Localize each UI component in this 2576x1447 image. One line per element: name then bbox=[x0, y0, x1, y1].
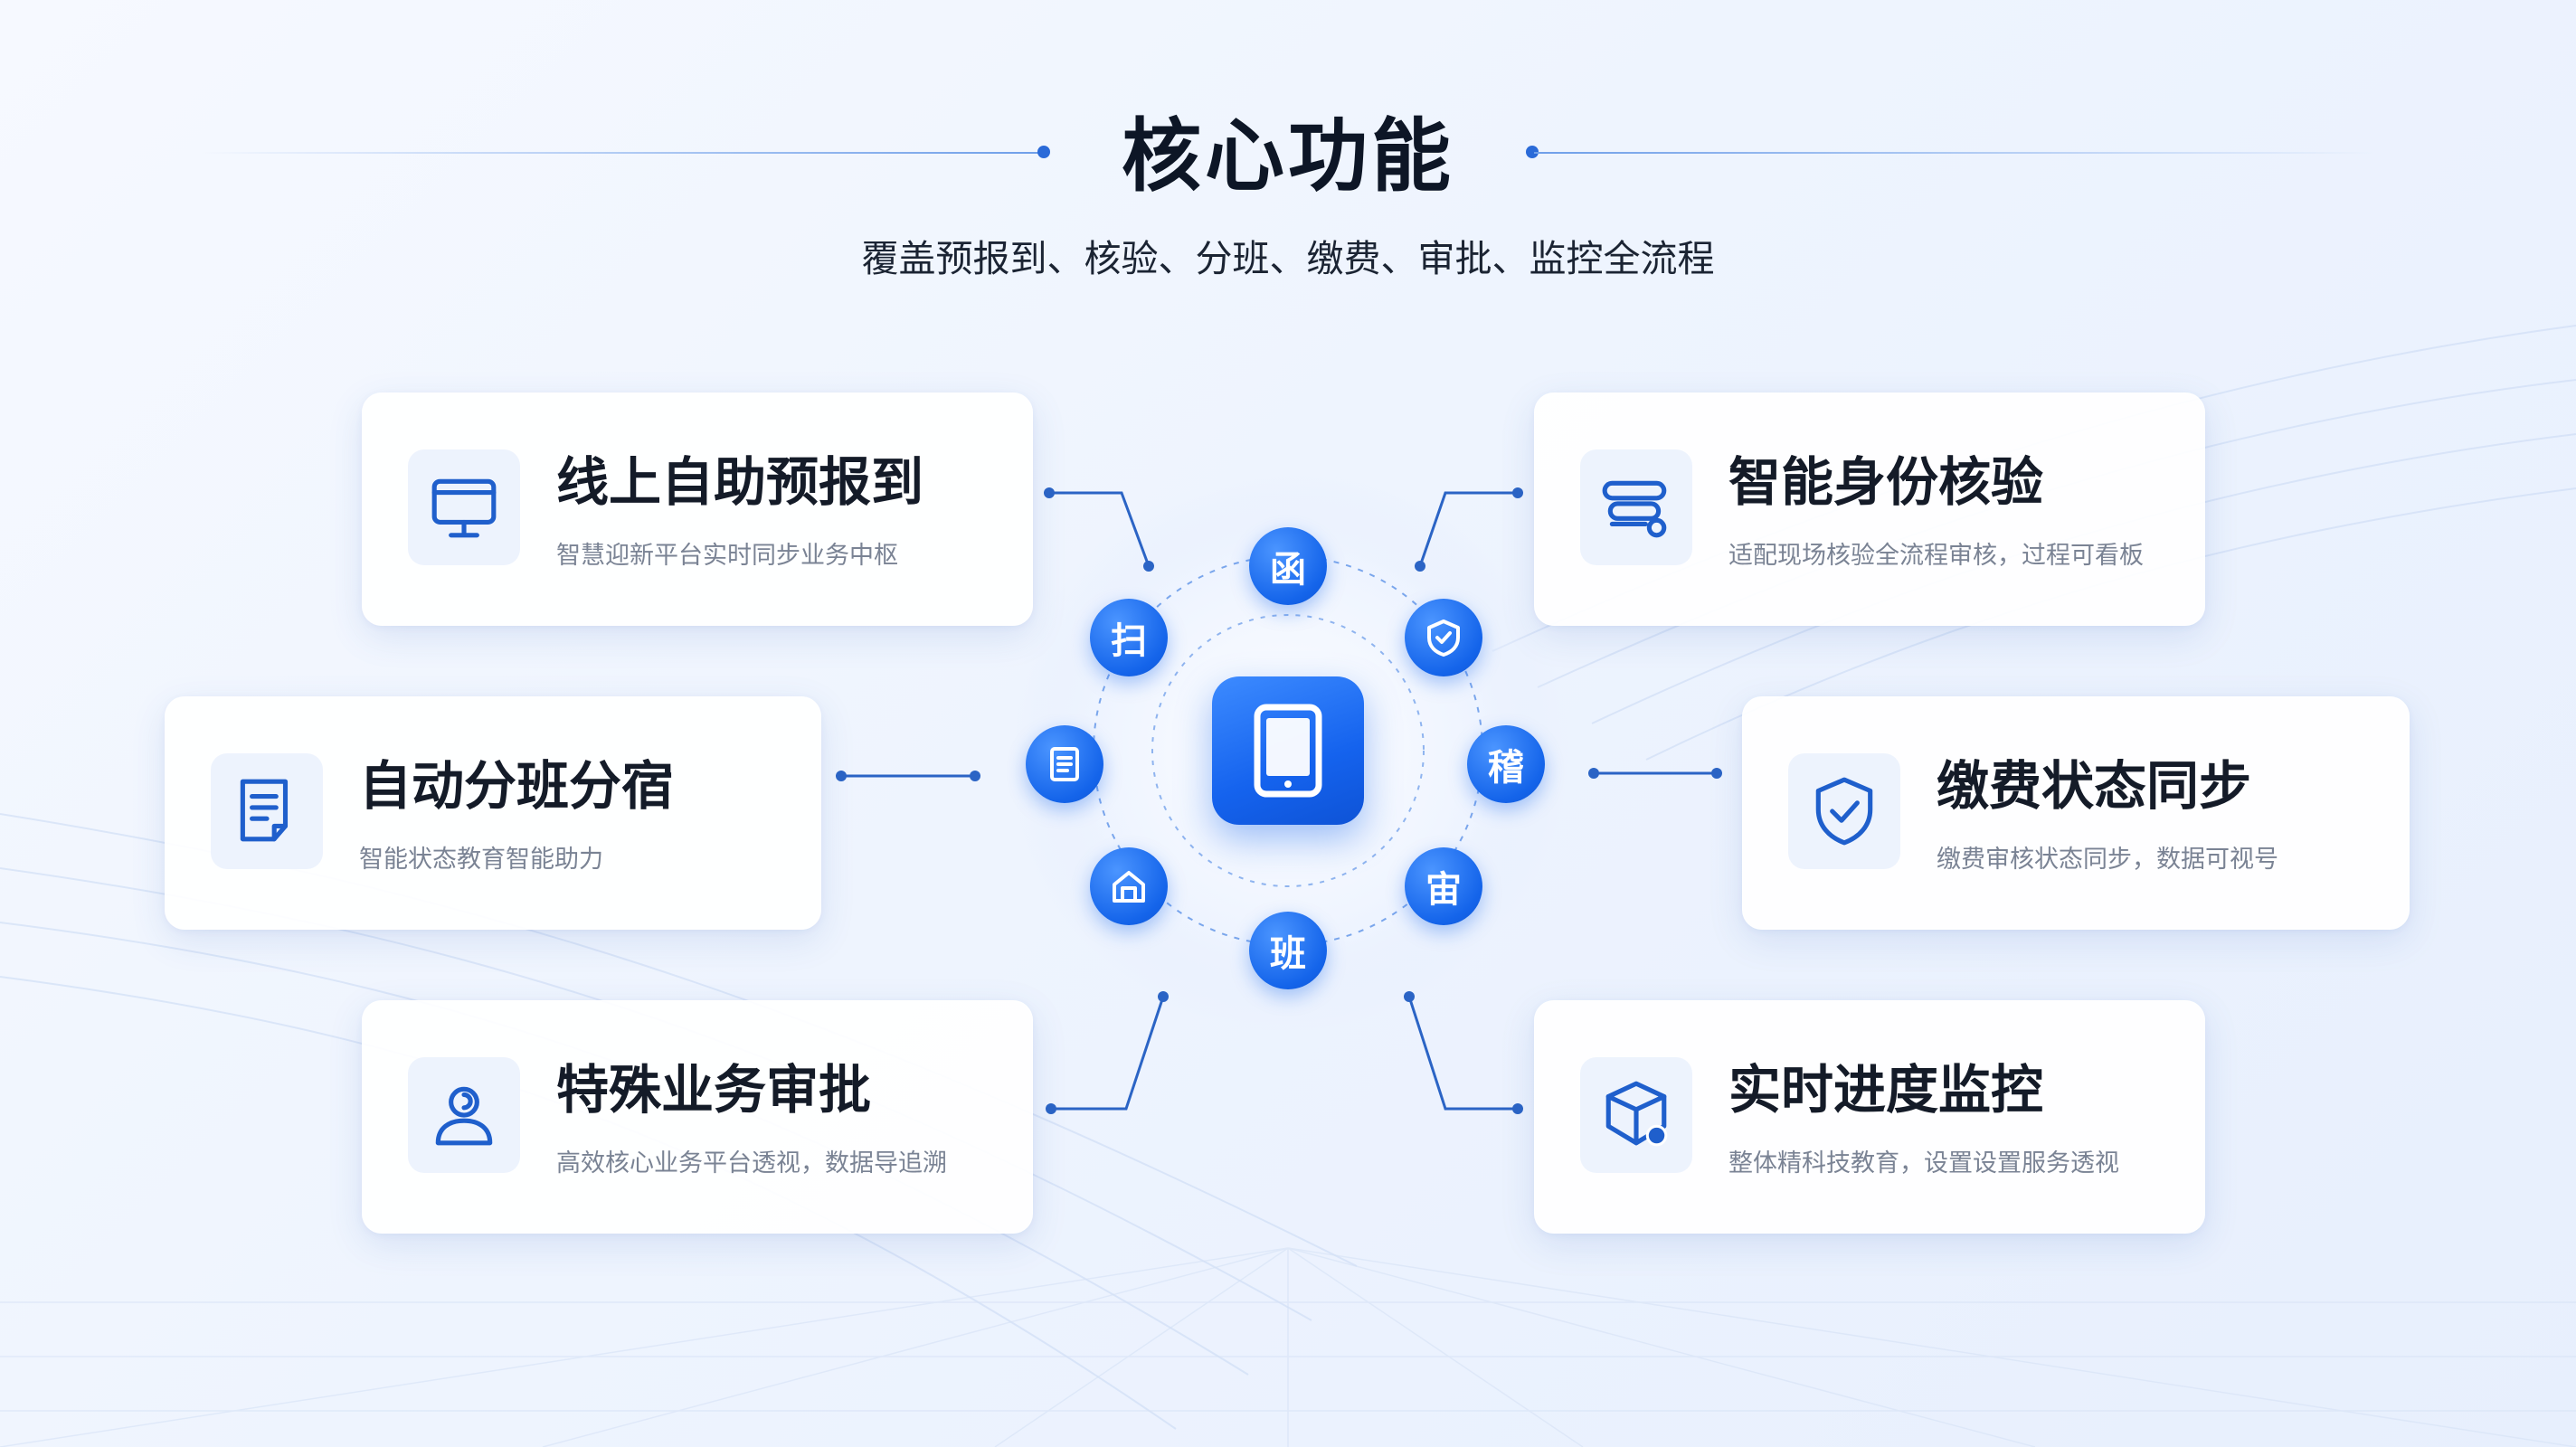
hub-node-shield[interactable] bbox=[1405, 599, 1482, 676]
card-title: 缴费状态同步 bbox=[1937, 755, 2252, 817]
title-divider-right bbox=[1534, 152, 2375, 154]
shield-icon bbox=[1427, 619, 1460, 657]
tablet-icon[interactable] bbox=[1212, 676, 1364, 825]
hub-node-list[interactable] bbox=[1026, 725, 1103, 803]
header: 核心功能 覆盖预报到、核验、分班、缴费、审批、监控全流程 bbox=[0, 0, 2576, 307]
title-dot-right bbox=[1526, 146, 1539, 158]
box-icon bbox=[1580, 1057, 1692, 1173]
card-title: 自动分班分宿 bbox=[359, 755, 675, 817]
card-title: 实时进度监控 bbox=[1728, 1059, 2044, 1121]
user-icon bbox=[408, 1057, 520, 1173]
card-title: 线上自助预报到 bbox=[556, 451, 924, 513]
monitor-icon bbox=[408, 449, 520, 565]
hub-node-label: 班 bbox=[1270, 933, 1306, 975]
hub-node-ban[interactable]: 班 bbox=[1249, 912, 1327, 989]
title-dot-left bbox=[1037, 146, 1050, 158]
card-description: 高效核心业务平台透视，数据导追溯 bbox=[556, 1149, 947, 1177]
page-subtitle: 覆盖预报到、核验、分班、缴费、审批、监控全流程 bbox=[861, 237, 1715, 280]
card-description: 缴费审核状态同步，数据可视号 bbox=[1937, 846, 2278, 874]
card-progress-monitor[interactable]: 实时进度监控 整体精科技教育，设置设置服务透视 bbox=[1534, 1000, 2205, 1234]
hub-node-zhou[interactable]: 宙 bbox=[1405, 847, 1482, 925]
hub-node-label: 稽 bbox=[1488, 747, 1524, 789]
card-description: 适配现场核验全流程审核，过程可看板 bbox=[1728, 542, 2144, 570]
card-description: 整体精科技教育，设置设置服务透视 bbox=[1728, 1149, 2119, 1177]
document-icon bbox=[211, 753, 323, 869]
database-icon bbox=[1580, 449, 1692, 565]
card-online-report[interactable]: 线上自助预报到 智慧迎新平台实时同步业务中枢 bbox=[362, 392, 1033, 626]
hub-node-label: 宙 bbox=[1425, 869, 1462, 911]
hub-node-ji[interactable]: 稽 bbox=[1467, 725, 1545, 803]
card-description: 智慧迎新平台实时同步业务中枢 bbox=[556, 542, 898, 570]
page-title: 核心功能 bbox=[1121, 109, 1454, 203]
card-payment-sync[interactable]: 缴费状态同步 缴费审核状态同步，数据可视号 bbox=[1742, 696, 2410, 930]
card-identity-verify[interactable]: 智能身份核验 适配现场核验全流程审核，过程可看板 bbox=[1534, 392, 2205, 626]
card-class-dorm[interactable]: 自动分班分宿 智能状态教育智能助力 bbox=[165, 696, 821, 930]
list-icon bbox=[1050, 747, 1079, 781]
hub-node-sao[interactable]: 扫 bbox=[1090, 599, 1168, 676]
hub-node-label: 扫 bbox=[1111, 620, 1147, 662]
card-title: 特殊业务审批 bbox=[556, 1059, 872, 1121]
shield-check-icon bbox=[1788, 753, 1900, 869]
card-description: 智能状态教育智能助力 bbox=[359, 846, 603, 874]
hub-node-han[interactable]: 函 bbox=[1249, 527, 1327, 605]
card-title: 智能身份核验 bbox=[1728, 451, 2044, 513]
hub-node-home[interactable] bbox=[1090, 847, 1168, 925]
title-divider-left bbox=[199, 152, 1040, 154]
home-icon bbox=[1113, 871, 1145, 903]
card-special-approval[interactable]: 特殊业务审批 高效核心业务平台透视，数据导追溯 bbox=[362, 1000, 1033, 1234]
hub-node-label: 函 bbox=[1270, 549, 1306, 591]
